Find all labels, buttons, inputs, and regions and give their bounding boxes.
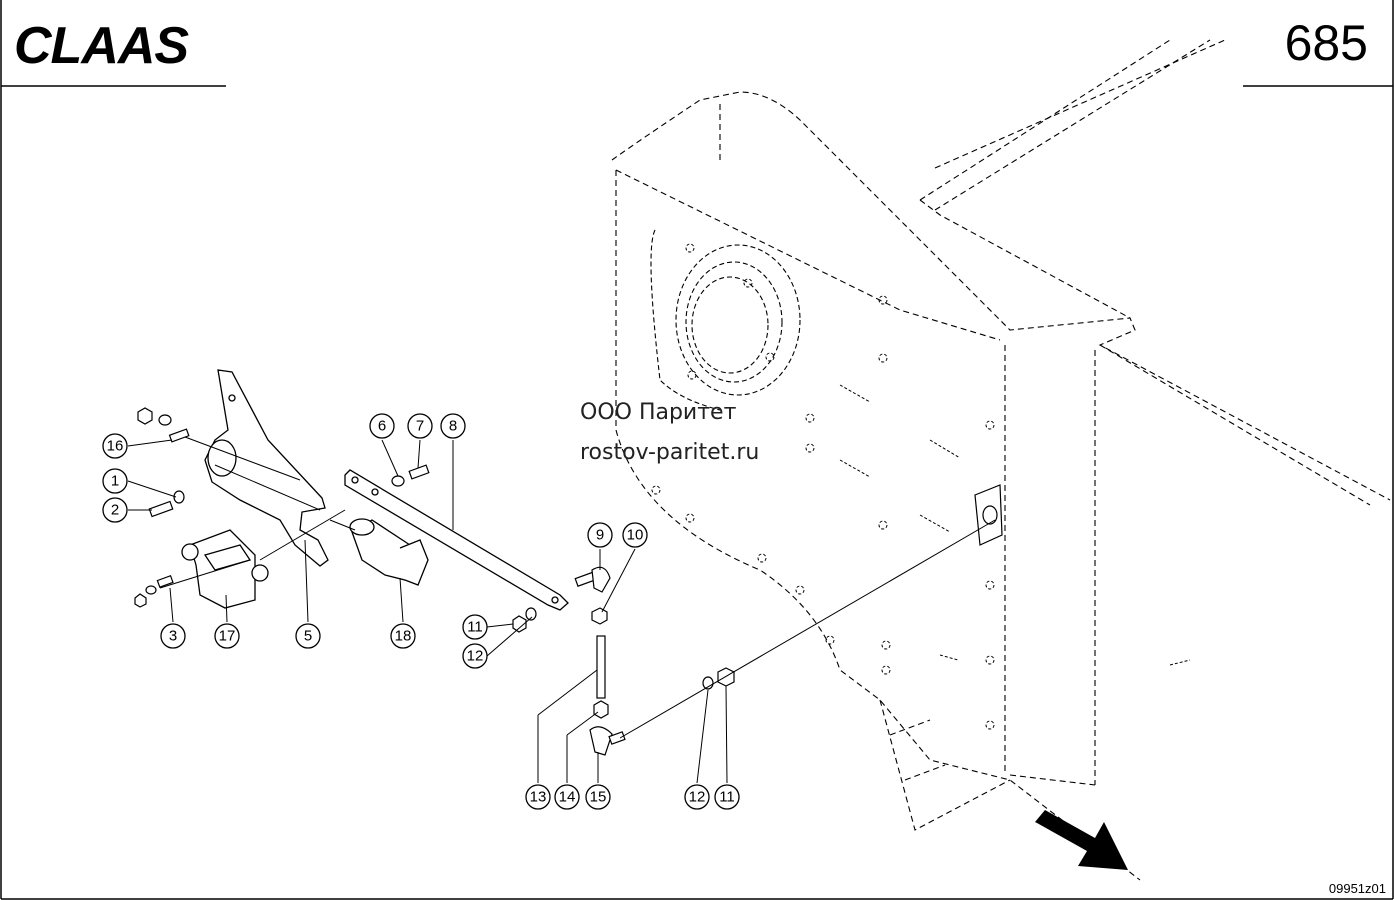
bearing-hub: [650, 229, 801, 411]
watermark-url: rostov-paritet.ru: [580, 440, 760, 465]
callout-3: [160, 623, 186, 649]
callout-label: 6: [378, 418, 386, 435]
callout-label: 2: [111, 502, 119, 519]
callout-7: [407, 413, 433, 439]
callout-11b: [714, 784, 740, 810]
callout-label: 10: [627, 527, 644, 544]
callout-10: [622, 522, 648, 548]
drawing-number: 09951z01: [1328, 881, 1386, 896]
callout-label: 13: [530, 789, 547, 806]
callout-label: 18: [395, 628, 412, 645]
direction-arrow-icon: [1035, 810, 1128, 870]
callout-12b: [684, 784, 710, 810]
brand-logo: CLAAS: [14, 17, 189, 75]
callout-label: 12: [689, 789, 706, 806]
callout-label: 11: [719, 789, 735, 806]
assembly-lines: [159, 436, 996, 739]
callout-9: [587, 522, 613, 548]
callout-label: 9: [596, 527, 604, 544]
hardware-parts: [134, 407, 1003, 756]
callout-label: 1: [111, 473, 119, 490]
callout-13: [525, 784, 551, 810]
callout-8: [440, 413, 466, 439]
callout-label: 14: [559, 789, 576, 806]
callout-2: [102, 497, 128, 523]
watermark-company: ООО Паритет: [580, 400, 737, 425]
callout-16: [102, 433, 128, 459]
callout-bubbles: [102, 413, 740, 810]
callout-label: 15: [590, 789, 607, 806]
callout-label: 7: [416, 418, 424, 435]
callout-17: [214, 623, 240, 649]
callout-14: [554, 784, 580, 810]
callout-6: [369, 413, 395, 439]
callout-label: 3: [169, 628, 177, 645]
callout-label: 8: [449, 418, 457, 435]
frame-holes: [651, 243, 1191, 730]
callout-label: 5: [304, 628, 312, 645]
callout-5: [295, 623, 321, 649]
callout-label: 11: [467, 619, 483, 636]
callout-12a: [462, 643, 488, 669]
sheet-number: 685: [1284, 15, 1368, 71]
callout-18: [390, 623, 416, 649]
callout-label: 12: [467, 648, 484, 665]
callout-15: [585, 784, 611, 810]
sensor-part-18: [349, 518, 429, 586]
machine-frame-outline: [611, 39, 1391, 881]
callout-label: 17: [219, 628, 236, 645]
callout-label: 16: [107, 438, 124, 455]
housing-part-17: [181, 529, 269, 609]
link-rod-part-8: [344, 469, 569, 611]
callout-labels: 16 1 2 3 17 5 6 7 8 18 9 10 11 12 13 14 …: [107, 418, 735, 806]
callout-1: [102, 468, 128, 494]
callout-leaders: [127, 439, 728, 784]
callout-11a: [462, 614, 488, 640]
